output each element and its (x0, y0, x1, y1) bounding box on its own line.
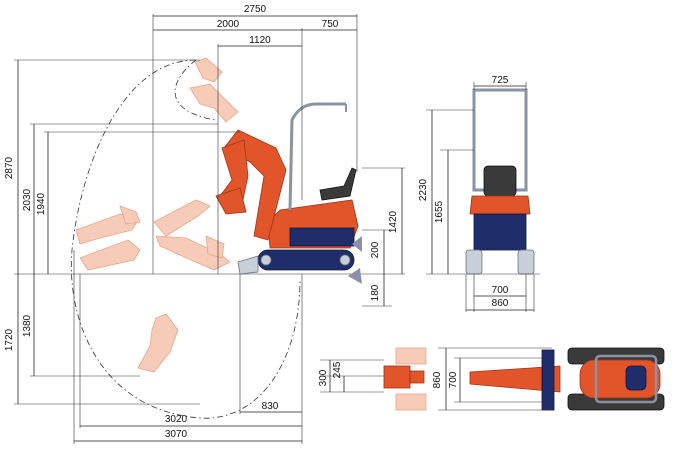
dim-245: 245 (332, 361, 343, 378)
ghost-arm-top (189, 57, 239, 123)
dim-700-plan: 700 (448, 371, 459, 388)
dim-2030: 2030 (22, 188, 33, 211)
dim-750: 750 (322, 19, 339, 30)
dim-1420: 1420 (388, 210, 399, 233)
blade-down-arrow (348, 268, 362, 284)
operator-seat (319, 167, 357, 201)
blade-up-arrow (352, 236, 362, 252)
dim-725: 725 (492, 75, 509, 86)
bucket (215, 187, 247, 215)
dim-830: 830 (262, 401, 279, 412)
dim-2230: 2230 (418, 178, 429, 201)
seat-front (483, 165, 517, 197)
dim-2750: 2750 (244, 4, 267, 15)
bucket-plan (383, 365, 411, 389)
dim-860-plan: 860 (432, 371, 443, 388)
ghost-arm-mid (153, 199, 231, 271)
dim-180: 180 (370, 284, 381, 301)
dim-1720: 1720 (4, 328, 15, 351)
dozer-blade (237, 255, 259, 275)
dim-1940: 1940 (36, 192, 47, 215)
dim-1380: 1380 (22, 314, 33, 337)
boom-plan (469, 365, 561, 393)
excavator-plan-view (383, 347, 665, 411)
canopy-plan (594, 354, 658, 404)
working-envelope-top (174, 59, 216, 121)
dim-2000: 2000 (217, 19, 240, 30)
body-plan (579, 359, 661, 399)
dim-3070: 3070 (165, 429, 188, 440)
ghost-arm-left (75, 205, 141, 271)
track-right-front (517, 249, 535, 275)
dim-2870: 2870 (4, 156, 15, 179)
dim-3020: 3020 (165, 414, 188, 425)
excavator-front-view (465, 88, 535, 275)
dim-200: 200 (370, 241, 381, 258)
excavator-side-view (215, 102, 359, 275)
dim-860-front: 860 (492, 298, 509, 309)
working-envelope-curve (70, 59, 301, 419)
blade-plan (541, 349, 555, 411)
dim-300: 300 (318, 369, 329, 386)
dim-1120: 1120 (249, 35, 271, 46)
track-left-front (465, 249, 483, 275)
dim-700-front: 700 (492, 285, 509, 296)
dim-1655: 1655 (434, 200, 445, 223)
ghost-arm-bottom (137, 313, 179, 373)
